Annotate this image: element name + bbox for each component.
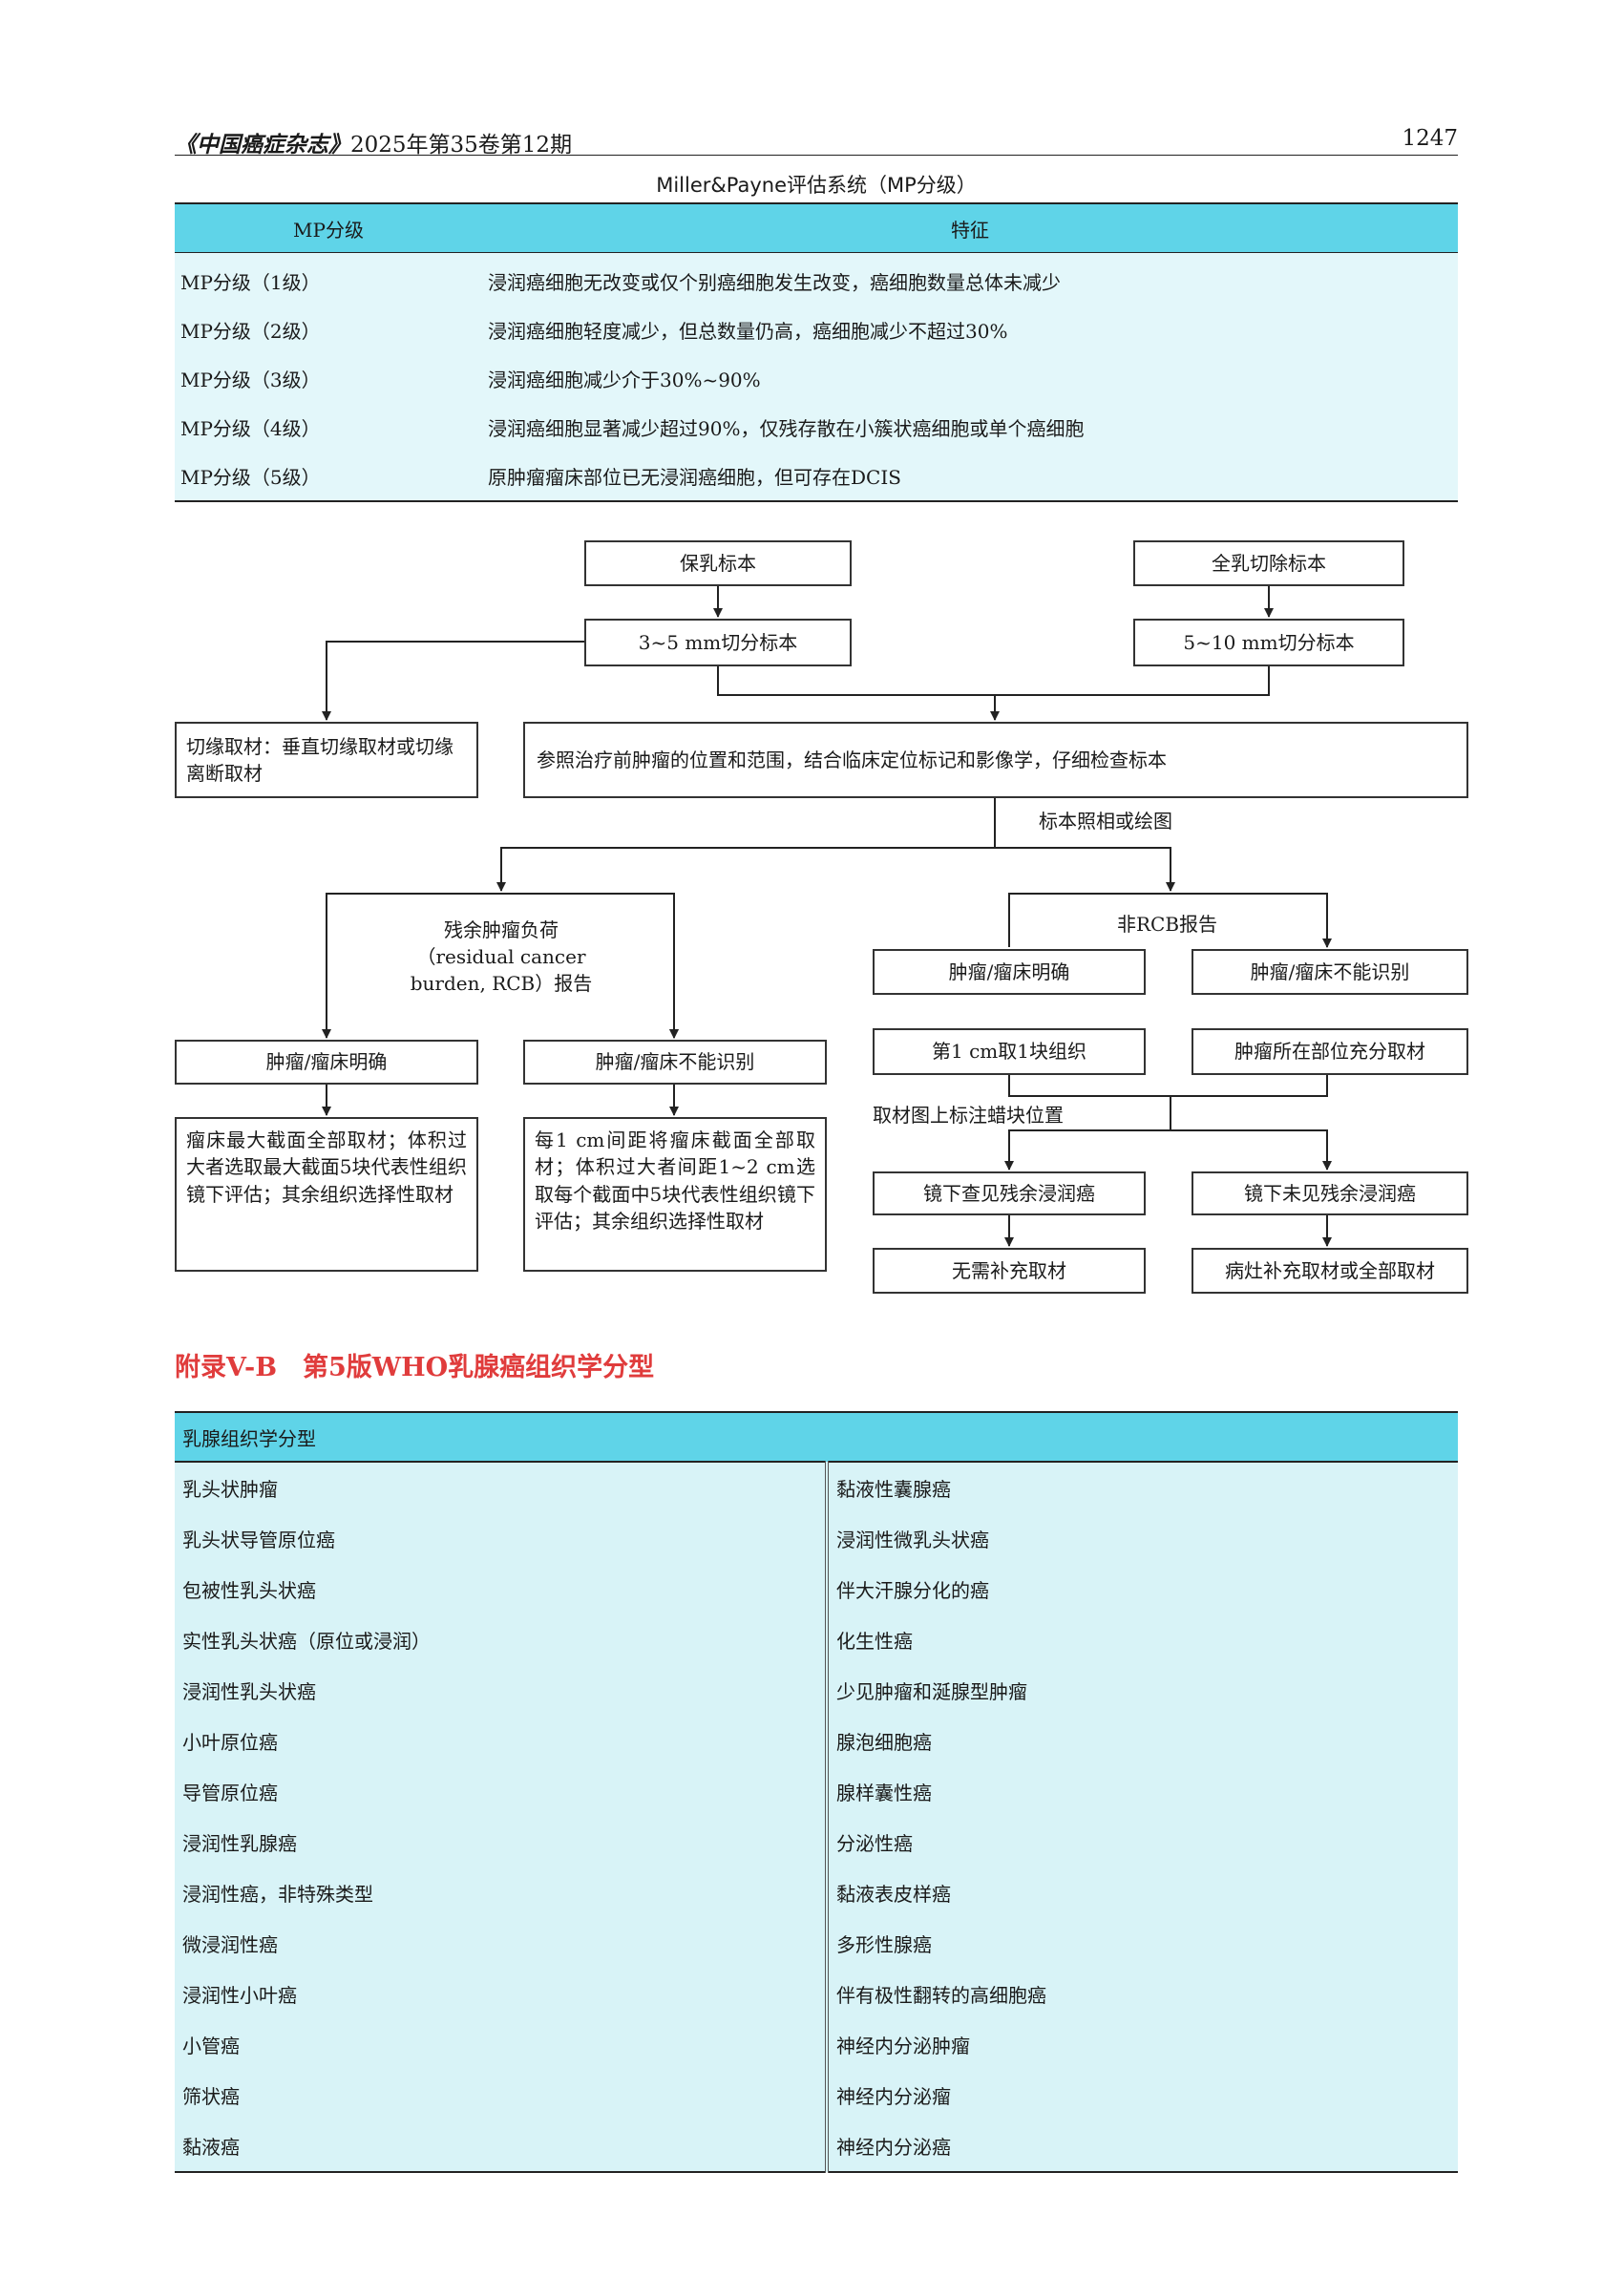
table-row: 乳头状肿瘤黏液性囊腺癌 bbox=[175, 1462, 1458, 1513]
table-row: MP分级（3级）浸润癌细胞减少介于30%~90% bbox=[175, 354, 1458, 403]
who-classification-table: 乳腺组织学分型 乳头状肿瘤黏液性囊腺癌 乳头状导管原位癌浸润性微乳头状癌 包被性… bbox=[175, 1411, 1458, 2173]
table-row: 微浸润性癌多形性腺癌 bbox=[175, 1918, 1458, 1969]
box-first-cm-sampling: 第1 cm取1块组织 bbox=[873, 1028, 1146, 1075]
who-cell: 包被性乳头状癌 bbox=[175, 1564, 829, 1614]
table-row: MP分级（1级）浸润癌细胞无改变或仅个别癌细胞发生改变，癌细胞数量总体未减少 bbox=[175, 252, 1458, 306]
who-cell: 多形性腺癌 bbox=[827, 1918, 1458, 1969]
who-cell: 浸润性微乳头状癌 bbox=[827, 1513, 1458, 1564]
running-header: 《中国癌症杂志》2025年第35卷第12期 bbox=[175, 126, 572, 158]
who-cell: 乳头状导管原位癌 bbox=[175, 1513, 829, 1564]
mp-grade-cell: MP分级（1级） bbox=[175, 252, 482, 306]
table-row: 实性乳头状癌（原位或浸润）化生性癌 bbox=[175, 1614, 1458, 1665]
who-cell: 神经内分泌肿瘤 bbox=[827, 2019, 1458, 2070]
page-number: 1247 bbox=[1402, 126, 1458, 151]
who-cell: 伴有极性翻转的高细胞癌 bbox=[827, 1969, 1458, 2019]
table-row: 包被性乳头状癌伴大汗腺分化的癌 bbox=[175, 1564, 1458, 1614]
who-cell: 浸润性癌，非特殊类型 bbox=[175, 1867, 829, 1918]
box-no-extra-sampling: 无需补充取材 bbox=[873, 1248, 1146, 1294]
box-mastectomy-specimen: 全乳切除标本 bbox=[1133, 540, 1404, 586]
table-row: 浸润性乳头状癌少见肿瘤和涎腺型肿瘤 bbox=[175, 1665, 1458, 1716]
mp-col-header-feature: 特征 bbox=[482, 202, 1458, 253]
who-cell: 乳头状肿瘤 bbox=[175, 1462, 829, 1513]
box-no-residual-invasive: 镜下未见残余浸润癌 bbox=[1192, 1171, 1468, 1215]
label-mark-block-position: 取材图上标注蜡块位置 bbox=[873, 1104, 1064, 1127]
box-5-10mm-section: 5~10 mm切分标本 bbox=[1133, 619, 1404, 666]
who-cell: 浸润性小叶癌 bbox=[175, 1969, 829, 2019]
who-cell: 腺泡细胞癌 bbox=[827, 1716, 1458, 1766]
box-full-site-sampling: 肿瘤所在部位充分取材 bbox=[1192, 1028, 1468, 1075]
who-cell: 小叶原位癌 bbox=[175, 1716, 829, 1766]
table-row: MP分级（4级）浸润癌细胞显著减少超过90%，仅残存散在小簇状癌细胞或单个癌细胞 bbox=[175, 403, 1458, 452]
table-row: 导管原位癌腺样囊性癌 bbox=[175, 1766, 1458, 1817]
who-cell: 化生性癌 bbox=[827, 1614, 1458, 1665]
who-cell: 导管原位癌 bbox=[175, 1766, 829, 1817]
table-row: MP分级（5级）原肿瘤瘤床部位已无浸润癌细胞，但可存在DCIS bbox=[175, 452, 1458, 502]
box-supplementary-sampling: 病灶补充取材或全部取材 bbox=[1192, 1248, 1468, 1294]
who-cell: 微浸润性癌 bbox=[175, 1918, 829, 1969]
mp-table-title: Miller&Payne评估系统（MP分级） bbox=[656, 174, 977, 197]
mp-col-header-grade: MP分级 bbox=[175, 202, 482, 253]
who-cell: 伴大汗腺分化的癌 bbox=[827, 1564, 1458, 1614]
who-cell: 黏液表皮样癌 bbox=[827, 1867, 1458, 1918]
connector bbox=[1008, 1075, 1328, 1097]
who-cell: 黏液癌 bbox=[175, 2120, 829, 2173]
issue-info: 2025年第35卷第12期 bbox=[350, 133, 573, 158]
mp-grading-table: MP分级 特征 MP分级（1级）浸润癌细胞无改变或仅个别癌细胞发生改变，癌细胞数… bbox=[175, 202, 1458, 502]
table-row: 小管癌神经内分泌肿瘤 bbox=[175, 2019, 1458, 2070]
box-nonrcb-tumor-unidentifiable: 肿瘤/瘤床不能识别 bbox=[1192, 949, 1468, 995]
who-cell: 实性乳头状癌（原位或浸润） bbox=[175, 1614, 829, 1665]
label-photograph-or-draw: 标本照相或绘图 bbox=[1039, 810, 1172, 833]
mp-grade-cell: MP分级（5级） bbox=[175, 452, 482, 502]
mp-feature-cell: 浸润癌细胞无改变或仅个别癌细胞发生改变，癌细胞数量总体未减少 bbox=[482, 252, 1458, 306]
box-3-5mm-section: 3~5 mm切分标本 bbox=[584, 619, 852, 666]
who-cell: 黏液性囊腺癌 bbox=[827, 1462, 1458, 1513]
table-row: 乳头状导管原位癌浸润性微乳头状癌 bbox=[175, 1513, 1458, 1564]
table-row: 浸润性乳腺癌分泌性癌 bbox=[175, 1817, 1458, 1867]
connector bbox=[496, 847, 995, 892]
box-margin-sampling: 切缘取材：垂直切缘取材或切缘离断取材 bbox=[175, 722, 478, 798]
table-row: MP分级（2级）浸润癌细胞轻度减少，但总数量仍高，癌细胞减少不超过30% bbox=[175, 306, 1458, 354]
mp-feature-cell: 原肿瘤瘤床部位已无浸润癌细胞，但可存在DCIS bbox=[482, 452, 1458, 502]
journal-name: 《中国癌症杂志》 bbox=[175, 132, 350, 158]
who-cell: 分泌性癌 bbox=[827, 1817, 1458, 1867]
who-cell: 小管癌 bbox=[175, 2019, 829, 2070]
mp-grade-cell: MP分级（4级） bbox=[175, 403, 482, 452]
who-table-header: 乳腺组织学分型 bbox=[175, 1411, 1458, 1463]
box-examine-specimen: 参照治疗前肿瘤的位置和范围，结合临床定位标记和影像学，仔细检查标本 bbox=[523, 722, 1468, 798]
who-cell: 筛状癌 bbox=[175, 2070, 829, 2120]
table-row: 浸润性小叶癌伴有极性翻转的高细胞癌 bbox=[175, 1969, 1458, 2019]
mp-grade-cell: MP分级（3级） bbox=[175, 354, 482, 403]
box-residual-invasive-found: 镜下查见残余浸润癌 bbox=[873, 1171, 1146, 1215]
box-rcb-tumor-unidentifiable: 肿瘤/瘤床不能识别 bbox=[523, 1040, 827, 1085]
who-cell: 少见肿瘤和涎腺型肿瘤 bbox=[827, 1665, 1458, 1716]
who-cell: 腺样囊性癌 bbox=[827, 1766, 1458, 1817]
connector bbox=[1004, 1129, 1171, 1171]
box-rcb-tumor-clear: 肿瘤/瘤床明确 bbox=[175, 1040, 478, 1085]
connector bbox=[995, 847, 1175, 892]
header-rule bbox=[175, 155, 1458, 156]
connector bbox=[322, 641, 584, 721]
appendix-title: 附录V-B 第5版WHO乳腺癌组织学分型 bbox=[175, 1353, 655, 1382]
who-cell: 神经内分泌瘤 bbox=[827, 2070, 1458, 2120]
table-row: 黏液癌神经内分泌癌 bbox=[175, 2120, 1458, 2173]
box-nonrcb-tumor-clear: 肿瘤/瘤床明确 bbox=[873, 949, 1146, 995]
who-cell: 浸润性乳头状癌 bbox=[175, 1665, 829, 1716]
box-rcb-clear-sampling: 瘤床最大截面全部取材；体积过大者选取最大截面5块代表性组织镜下评估；其余组织选择… bbox=[175, 1117, 478, 1272]
who-cell: 神经内分泌癌 bbox=[827, 2120, 1458, 2173]
table-row: 筛状癌神经内分泌瘤 bbox=[175, 2070, 1458, 2120]
connector bbox=[717, 666, 1270, 696]
mp-grade-cell: MP分级（2级） bbox=[175, 306, 482, 354]
connector bbox=[1171, 1129, 1332, 1171]
label-non-rcb-report: 非RCB报告 bbox=[1117, 913, 1218, 936]
mp-feature-cell: 浸润癌细胞轻度减少，但总数量仍高，癌细胞减少不超过30% bbox=[482, 306, 1458, 354]
mp-feature-cell: 浸润癌细胞减少介于30%~90% bbox=[482, 354, 1458, 403]
mp-feature-cell: 浸润癌细胞显著减少超过90%，仅残存散在小簇状癌细胞或单个癌细胞 bbox=[482, 403, 1458, 452]
label-rcb-report: 残余肿瘤负荷（residual cancer burden, RCB）报告 bbox=[410, 918, 593, 995]
box-breast-conserving-specimen: 保乳标本 bbox=[584, 540, 852, 586]
who-cell: 浸润性乳腺癌 bbox=[175, 1817, 829, 1867]
table-row: 浸润性癌，非特殊类型黏液表皮样癌 bbox=[175, 1867, 1458, 1918]
table-row: 小叶原位癌腺泡细胞癌 bbox=[175, 1716, 1458, 1766]
box-rcb-unidentifiable-sampling: 每1 cm间距将瘤床截面全部取材；体积过大者间距1~2 cm选取每个截面中5块代… bbox=[523, 1117, 827, 1272]
